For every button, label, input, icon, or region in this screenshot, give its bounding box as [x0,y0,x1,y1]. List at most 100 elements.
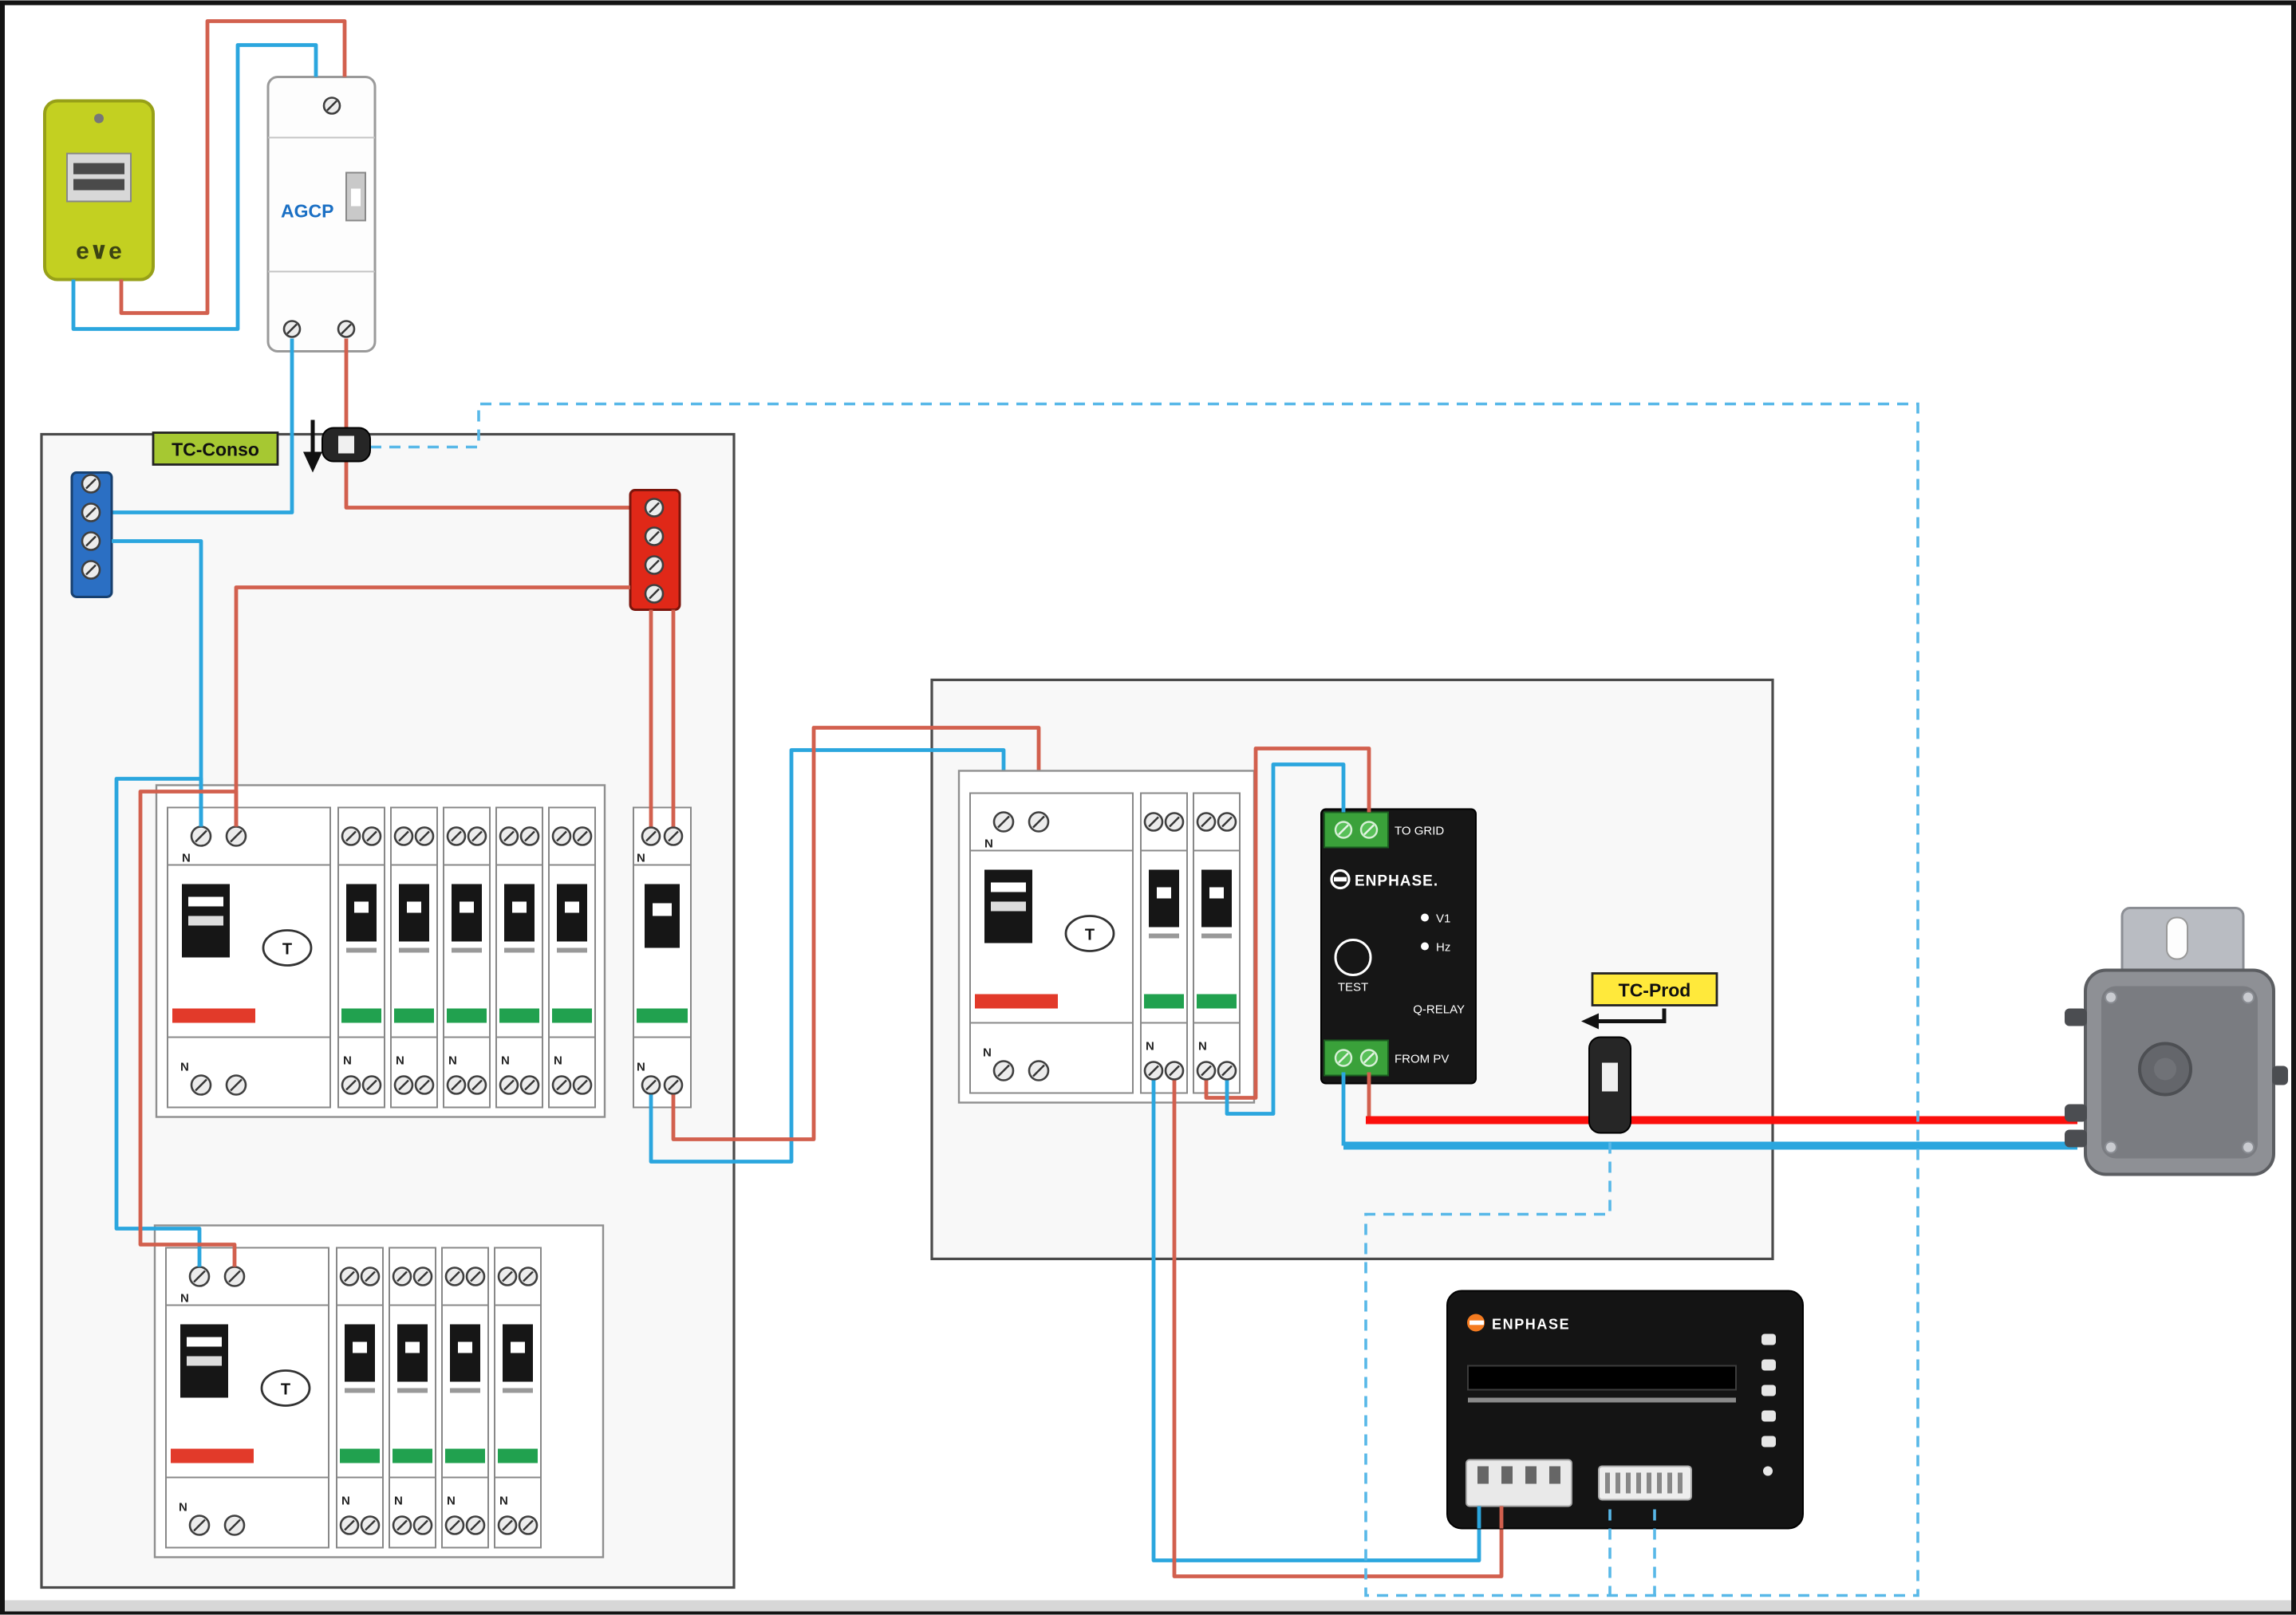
ct-link-dashed-main [370,402,1919,1597]
terminal-slot [1615,1472,1620,1494]
qrelay-model-label: Q-RELAY [1413,1003,1465,1017]
meter-button [94,113,104,124]
neutral-terminal-block [70,471,113,598]
screw-slot [286,323,298,335]
envoy-terminal-strip-power [1466,1459,1572,1507]
mcb-breaker [337,1248,383,1548]
rcd-breaker [970,794,1133,1093]
wire-phase-rcd1-rcd2 [138,790,239,1267]
terminal-slot [1549,1466,1560,1484]
terminal-slot [1657,1472,1662,1494]
screw-slot [649,588,660,600]
qrelay-test-button [1334,939,1372,976]
left-arrow-head-icon [1581,1013,1599,1030]
wire-neutral-mcb-envoy [1151,1080,1481,1562]
breaker-row-1 [155,784,606,1118]
envoy-terminal-strip-ct [1598,1465,1692,1501]
enphase-logo-icon [1334,876,1347,882]
screw-slot [1338,1052,1349,1064]
screw-slot [649,530,660,542]
mcb-breaker [495,1248,541,1548]
wire-neutral-block-rcd1 [112,539,203,827]
screw-slot [85,478,97,490]
screw-slot [649,502,660,514]
wire-neutral-rcd1-rcd2 [114,777,203,1267]
qrelay-from-pv-terminal-block [1324,1039,1389,1077]
agcp-main-breaker: AGCP [266,76,377,353]
meter-logo: e∨e [76,238,122,265]
screw-slot [326,100,337,112]
envoy-status-icon [1761,1333,1776,1345]
tc-prod-tag: TC-Prod [1581,972,1718,1030]
agcp-switch-slot [351,188,361,207]
enphase-logo-icon [1330,869,1351,890]
enphase-logo-icon [1470,1320,1484,1325]
rcd-breaker [166,1248,329,1548]
screw-slot [1363,1052,1375,1064]
envoy-brand: ENPHASE [1492,1317,1570,1333]
tc-conso-tag-label: TC-Conso [172,439,259,460]
mcb-breaker [391,808,437,1108]
envoy-display [1467,1365,1737,1391]
wire-neutral-meter-agcp [71,43,318,331]
tc-conso-tag: TC-Conso [152,420,322,473]
screw [2242,1140,2255,1154]
meter-display-row [73,179,124,191]
mcb-breaker [389,1248,436,1548]
screw [2105,991,2117,1004]
meter-display-row [73,163,124,175]
led-v1-label: V1 [1436,912,1450,926]
microinverter-knockout-center [2154,1058,2176,1081]
screw-slot [85,506,97,518]
terminal-slot [1667,1472,1672,1494]
production-breaker-row [957,770,1256,1104]
ct-clamp-prod [1588,1036,1631,1134]
envoy-status-icon [1761,1385,1776,1396]
dc-connector [2272,1066,2288,1085]
qrelay: TO GRID ENPHASE. V1 Hz TEST Q-RELAY FROM… [1320,808,1477,1085]
tc-conso-tag-bg [152,431,279,466]
breaker-row-2 [153,1224,605,1558]
qrelay-body [1320,808,1477,1085]
ac-connector [2065,1129,2087,1148]
wire-neutral-qrelay-mcb [1225,762,1346,1116]
terminal-slot [1636,1472,1641,1494]
screw-slot [85,564,97,576]
rcd-breaker [168,808,330,1108]
wire-phase-mcb-envoy [1172,1080,1504,1578]
ac-connector [2065,1104,2087,1122]
led-hz-label: Hz [1436,941,1450,955]
wire-neutral-pvbreaker-middle-rcd [649,748,1006,1164]
envoy-gateway: ENPHASE [1446,1290,1804,1530]
envoy-status-icon [1763,1466,1773,1476]
terminal-slot [1647,1472,1651,1494]
pv-feed-breaker [633,808,691,1108]
qrelay-brand: ENPHASE. [1355,873,1438,890]
qrelay-from-pv-label: FROM PV [1395,1053,1449,1066]
envoy-status-icon [1761,1436,1776,1448]
led-v1-icon [1421,913,1429,922]
bracket-slot [2166,916,2188,960]
ct-clamp-conso [322,427,371,463]
screw-slot [649,559,660,571]
envoy-status-icon [1761,1359,1776,1371]
ct-clamp-slot [338,435,354,454]
meter-display [66,152,132,203]
terminal-slot [1678,1472,1683,1494]
agcp-label: AGCP [281,201,333,222]
mcb-breaker [444,808,490,1108]
energy-meter: e∨e [43,99,155,282]
terminal-slot [1501,1466,1513,1484]
mcb-breaker [549,808,595,1108]
mcb-breaker [1193,794,1240,1093]
ac-connector [2065,1008,2087,1026]
screw-slot [85,535,97,547]
mcb-breaker [1141,794,1187,1093]
ct-clamp-slot [1602,1062,1618,1092]
wire-phase-block-rcd1 [234,585,630,827]
screw [2242,991,2255,1004]
agcp-body [266,76,377,353]
envoy-status-icon [1761,1410,1776,1422]
